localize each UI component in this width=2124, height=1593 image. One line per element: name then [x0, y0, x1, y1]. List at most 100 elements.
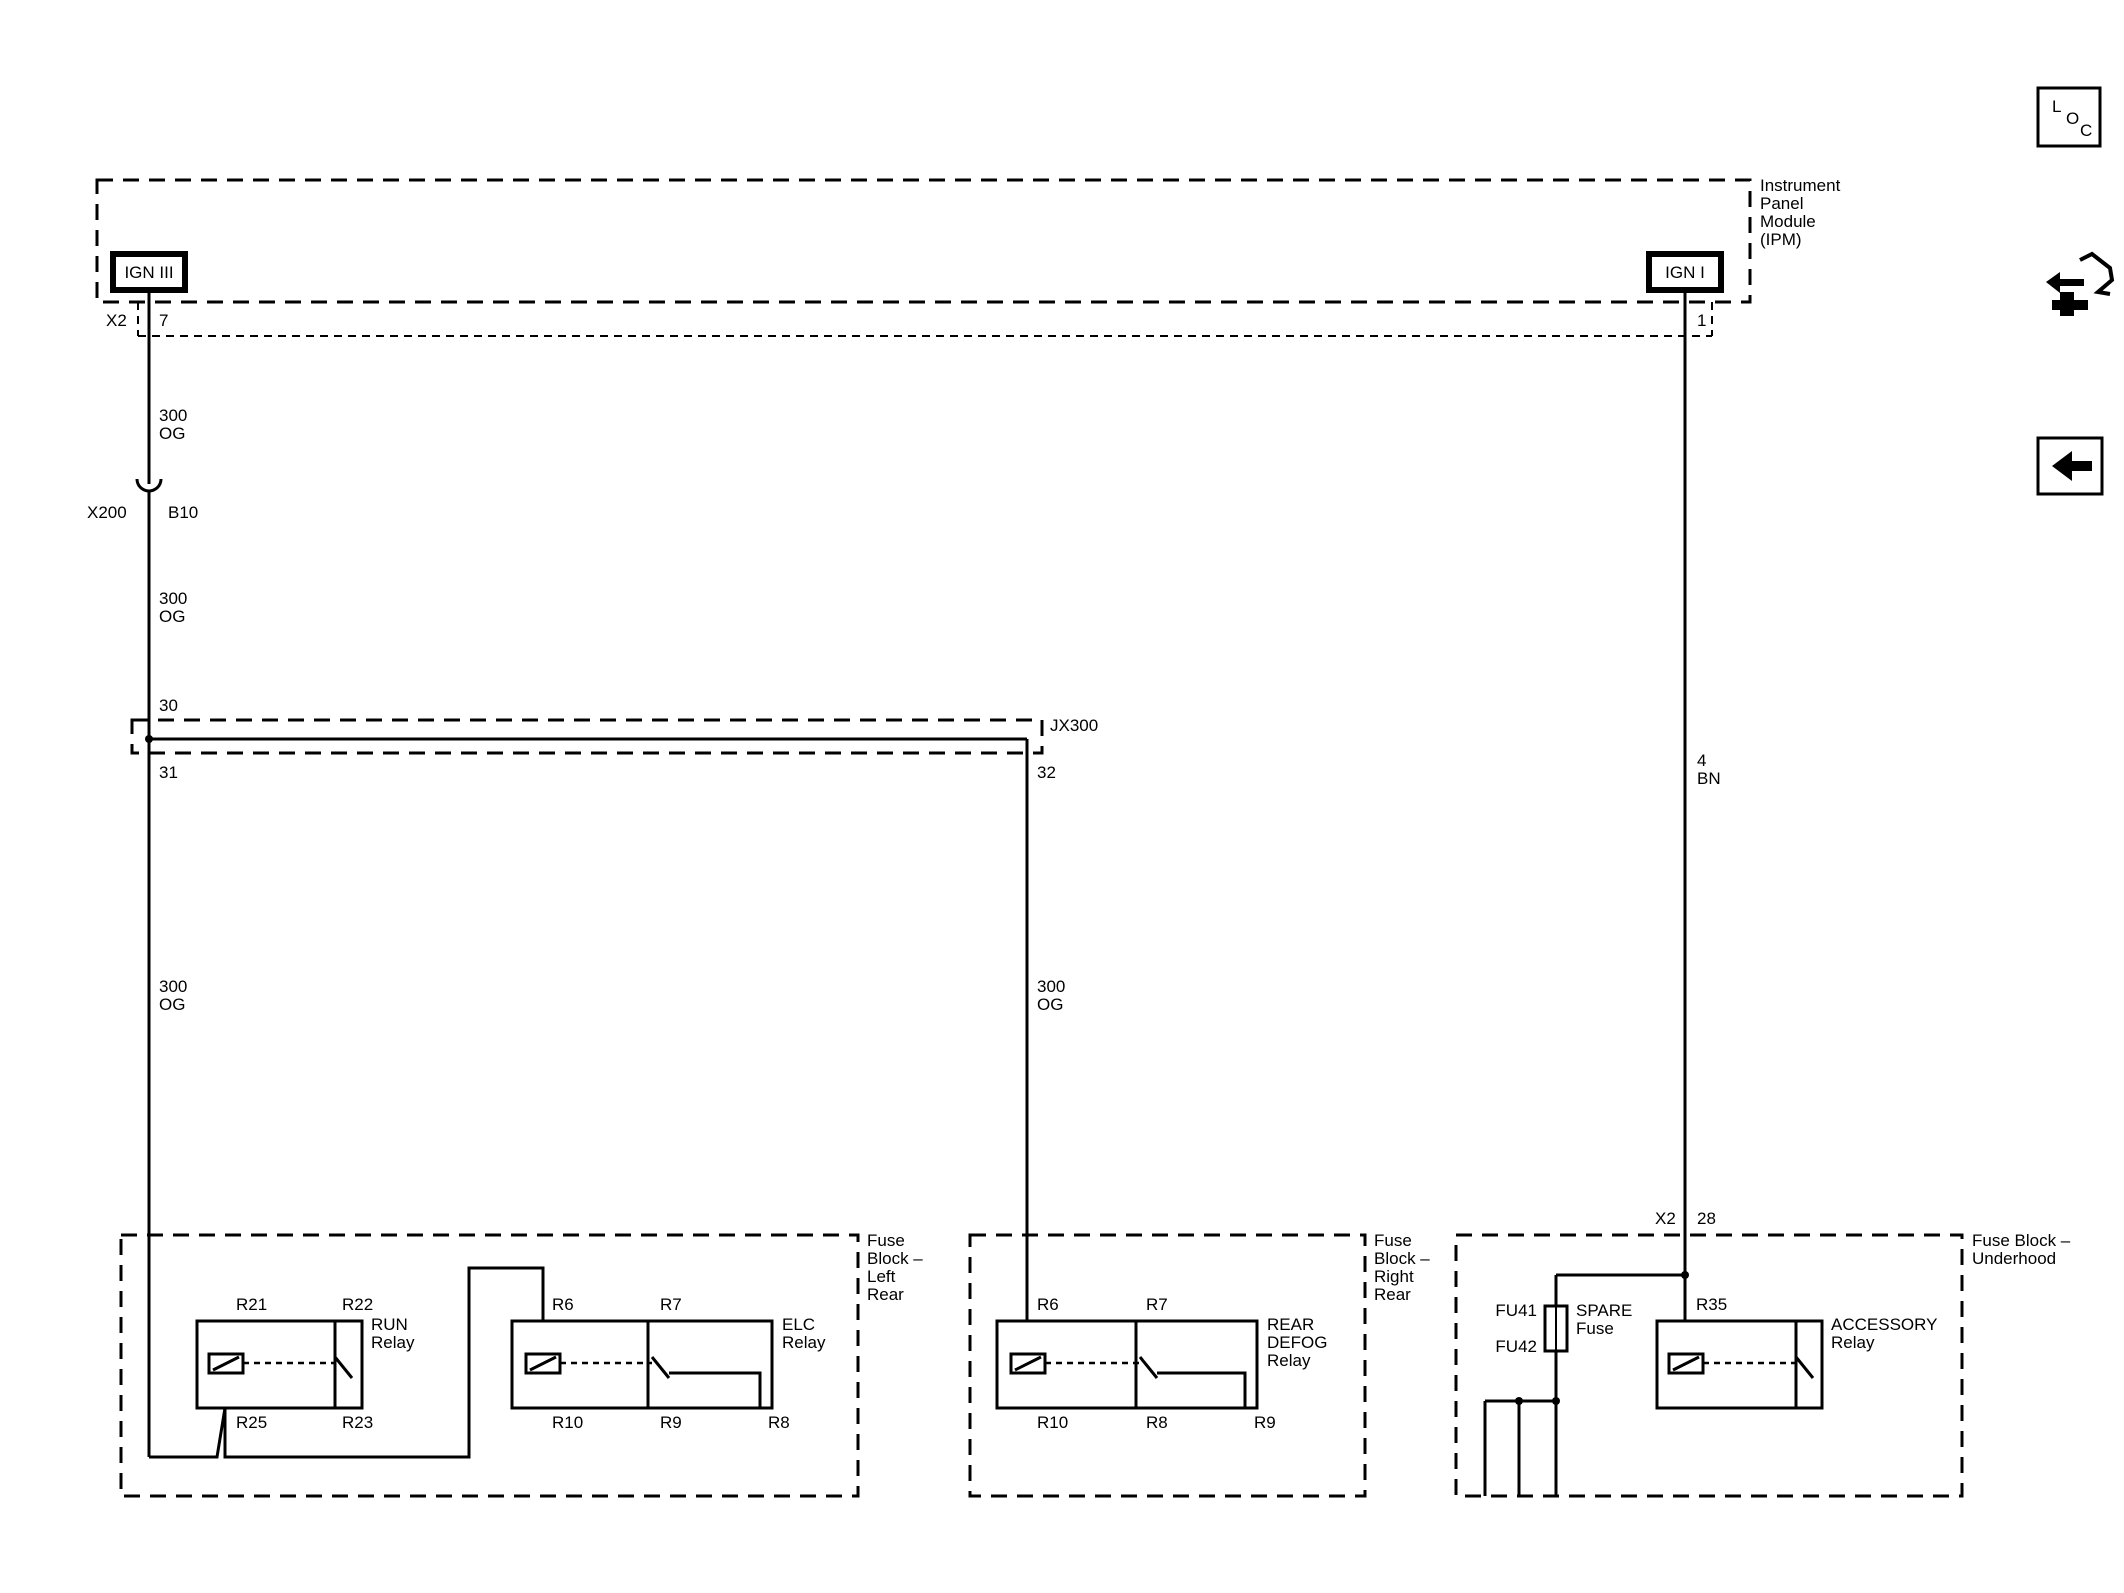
- connector-x2-underhood: X2: [1655, 1209, 1676, 1228]
- svg-text:4BN: 4BN: [1697, 751, 1721, 788]
- ipm-boundary: [95, 178, 1752, 304]
- wire5-color: BN: [1697, 769, 1721, 788]
- loc-letter-l: L: [2052, 97, 2061, 116]
- connector-tool-icon: [2046, 251, 2115, 316]
- run-pin-r22: R22: [342, 1295, 373, 1314]
- lr-name-line4: Rear: [867, 1285, 904, 1304]
- pin-31: 31: [159, 763, 178, 782]
- connector-end-view-button[interactable]: [2046, 251, 2115, 316]
- ign-i-output: IGN I: [1646, 251, 1724, 293]
- wire1-color: OG: [159, 424, 185, 443]
- elc-pin-r10: R10: [552, 1413, 583, 1432]
- pin-1: 1: [1697, 311, 1706, 330]
- acc-pin-r35: R35: [1696, 1295, 1727, 1314]
- defog-relay-name3: Relay: [1267, 1351, 1311, 1370]
- wire4-color: OG: [1037, 995, 1063, 1014]
- connector-x200: X200: [87, 503, 127, 522]
- defog-relay-name1: REAR: [1267, 1315, 1314, 1334]
- defog-pin-r10: R10: [1037, 1413, 1068, 1432]
- location-view-button[interactable]: L O C: [2036, 86, 2102, 148]
- wire2-color: OG: [159, 607, 185, 626]
- run-relay-name2: Relay: [371, 1333, 415, 1352]
- run-pin-r23: R23: [342, 1413, 373, 1432]
- ign-i-label: IGN I: [1665, 263, 1705, 282]
- rr-name-line3: Right: [1374, 1267, 1414, 1286]
- loc-letter-c: C: [2080, 121, 2092, 140]
- back-arrow-icon: [2052, 451, 2092, 481]
- rr-name-line1: Fuse: [1374, 1231, 1412, 1250]
- wire2-circuit: 300: [159, 589, 187, 608]
- run-relay-name1: RUN: [371, 1315, 408, 1334]
- defog-relay-switch-icon: [1138, 1356, 1159, 1379]
- pin-b10: B10: [168, 503, 198, 522]
- wiring: [135, 290, 1687, 1457]
- uh-name-line1: Fuse Block –: [1972, 1231, 2071, 1250]
- elc-pin-r6: R6: [552, 1295, 574, 1314]
- fuse-fu42: FU42: [1495, 1337, 1537, 1356]
- elc-pin-r8: R8: [768, 1413, 790, 1432]
- elc-pin-r7: R7: [660, 1295, 682, 1314]
- jx300-splice-pack: JX300 30 31 32: [130, 696, 1098, 782]
- fuse-block-underhood: Fuse Block –Underhood X2 28 FU41 FU42 SP…: [1454, 1209, 2071, 1498]
- ipm-name-line3: Module: [1760, 212, 1816, 231]
- elc-relay-name2: Relay: [782, 1333, 826, 1352]
- wire1-circuit: 300: [159, 406, 187, 425]
- ipm-name-line2: Panel: [1760, 194, 1803, 213]
- lr-name-line2: Block –: [867, 1249, 923, 1268]
- svg-text:Fuse Block –Underhood: Fuse Block –Underhood: [1972, 1231, 2071, 1268]
- defog-pin-r9: R9: [1254, 1413, 1276, 1432]
- defog-pin-r8: R8: [1146, 1413, 1168, 1432]
- pin-28: 28: [1697, 1209, 1716, 1228]
- fuse-fu41: FU41: [1495, 1301, 1537, 1320]
- ign-iii-output: IGN III: [110, 251, 188, 293]
- ign-iii-label: IGN III: [124, 263, 173, 282]
- run-relay-switch-icon: [333, 1356, 354, 1379]
- defog-pin-r7: R7: [1146, 1295, 1168, 1314]
- lr-name-line3: Left: [867, 1267, 896, 1286]
- back-button[interactable]: [2036, 436, 2104, 496]
- pin-7: 7: [159, 311, 168, 330]
- wire3-circuit: 300: [159, 977, 187, 996]
- defog-pin-r6: R6: [1037, 1295, 1059, 1314]
- rr-name-line2: Block –: [1374, 1249, 1430, 1268]
- ipm-name-line4: (IPM): [1760, 230, 1802, 249]
- wire3-color: OG: [159, 995, 185, 1014]
- spare-fuse-name2: Fuse: [1576, 1319, 1614, 1338]
- accessory-relay-name2: Relay: [1831, 1333, 1875, 1352]
- uh-name-line2: Underhood: [1972, 1249, 2056, 1268]
- connector-x2-ipm: X2: [106, 311, 127, 330]
- lr-name-line1: Fuse: [867, 1231, 905, 1250]
- pin-32: 32: [1037, 763, 1056, 782]
- spare-fuse-name1: SPARE: [1576, 1301, 1632, 1320]
- wire5-circuit: 4: [1697, 751, 1706, 770]
- elc-relay-name1: ELC: [782, 1315, 815, 1334]
- loc-letter-o: O: [2066, 109, 2079, 128]
- elc-pin-r9: R9: [660, 1413, 682, 1432]
- elc-relay-switch-icon: [650, 1356, 671, 1379]
- run-pin-r21: R21: [236, 1295, 267, 1314]
- wire4-circuit: 300: [1037, 977, 1065, 996]
- run-pin-r25: R25: [236, 1413, 267, 1432]
- accessory-relay-name1: ACCESSORY: [1831, 1315, 1937, 1334]
